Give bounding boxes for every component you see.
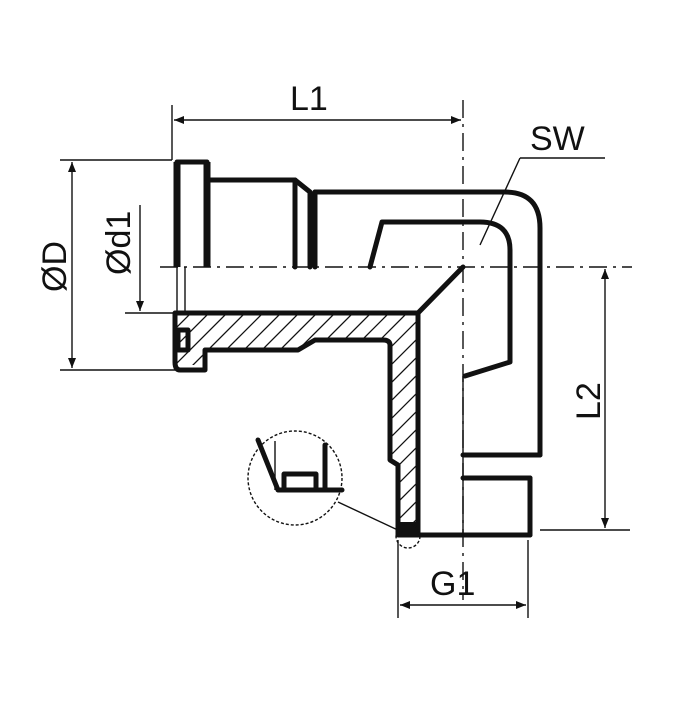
hatch-line (209, 313, 418, 530)
label-l1: L1 (290, 80, 328, 118)
dimension-l1: L1 (171, 80, 461, 160)
hatch-line (175, 313, 295, 530)
dimension-g1: G1 (397, 540, 529, 618)
hatch-line (678, 300, 700, 600)
hatch-line (175, 313, 313, 530)
hatch-line (353, 313, 418, 530)
label-g1: G1 (430, 565, 475, 603)
hatch-line (426, 300, 700, 600)
hatch-line (0, 300, 168, 600)
hatch-line (175, 313, 418, 530)
hatch-line (660, 300, 700, 600)
hatch-line (407, 313, 418, 530)
hatch-line (175, 313, 187, 530)
callout-sw: SW (479, 120, 605, 246)
fitting-body (172, 159, 543, 538)
hatch-line (299, 313, 418, 530)
hatch-line (606, 300, 700, 600)
hatch-line (191, 313, 418, 530)
hatch-line (462, 300, 700, 600)
label-l2: L2 (570, 382, 608, 420)
hatch-line (175, 313, 277, 530)
hatch-line (227, 313, 418, 530)
hatch-line (175, 313, 367, 530)
hatch-line (175, 313, 403, 530)
dimension-l2: L2 (540, 269, 630, 531)
hatch-line (624, 300, 700, 600)
hatch-line (0, 300, 150, 600)
hatch-line (335, 313, 418, 530)
hatch-line (516, 300, 700, 600)
label-sw: SW (530, 120, 585, 158)
label-od1: Ød1 (100, 211, 138, 275)
hatch-line (175, 313, 385, 530)
dimension-od: ØD (36, 159, 175, 371)
hatch-line (175, 313, 241, 530)
hatch-line (570, 300, 700, 600)
detail-circle (247, 430, 421, 549)
hatch-line (552, 300, 700, 600)
hatch-line (480, 300, 700, 600)
hatch-line (263, 313, 418, 530)
hatch-line (175, 313, 418, 530)
hatch-line (642, 300, 700, 600)
hatch-line (317, 313, 418, 530)
dimension-od1: Ød1 (100, 205, 175, 314)
hatch-line (245, 313, 418, 530)
hatch-line (444, 300, 700, 600)
section-hatching (0, 300, 700, 600)
hatch-line (175, 313, 259, 530)
hatch-line (696, 300, 700, 600)
label-od: ØD (36, 241, 74, 292)
hatch-line (534, 300, 700, 600)
